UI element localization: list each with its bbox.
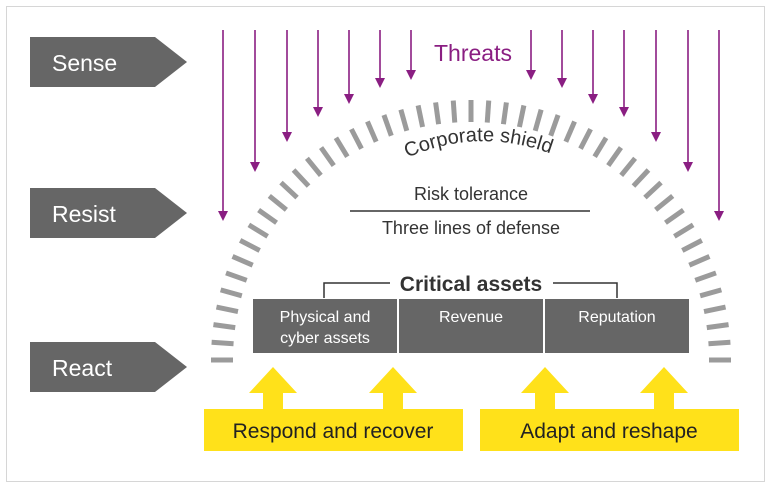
corporate-shield-arc	[211, 100, 731, 363]
corporate-shield-label-text: Corporate shield	[401, 124, 556, 162]
shield-dash	[578, 127, 593, 150]
shield-dash	[706, 322, 729, 331]
shield-dash	[500, 102, 509, 125]
shield-dash	[365, 120, 379, 143]
stage-react: React	[30, 342, 187, 392]
threat-arrow-head	[714, 211, 724, 221]
shield-dash	[211, 339, 234, 347]
shield-dash	[703, 304, 727, 315]
shield-dash	[516, 104, 527, 128]
threat-arrow-head	[557, 78, 567, 88]
shield-dash	[663, 208, 685, 225]
shield-dash	[433, 102, 442, 125]
shield-dash	[450, 100, 458, 123]
threat-arrow-head	[282, 132, 292, 142]
shield-dash	[267, 193, 288, 212]
threat-arrow-head	[619, 107, 629, 117]
shield-dash	[381, 114, 394, 137]
stage-resist-chevron	[30, 188, 187, 238]
adapt-reshape-label: Adapt and reshape	[520, 420, 697, 443]
shield-dash	[219, 287, 243, 299]
shield-dash	[708, 339, 731, 347]
threat-arrow-head	[651, 132, 661, 142]
asset-box-reputation	[545, 299, 689, 353]
shield-dash	[681, 238, 704, 253]
shield-dash	[643, 180, 663, 200]
shield-dash	[563, 120, 577, 143]
asset-box-physical-cyber-line2: cyber assets	[280, 330, 370, 347]
threat-arrow-head	[406, 70, 416, 80]
shield-dash	[688, 254, 711, 268]
response-up-arrow	[369, 367, 417, 409]
shield-dash	[257, 208, 279, 225]
shield-dash	[304, 156, 323, 177]
response-up-arrow	[249, 367, 297, 409]
threat-arrow-head	[218, 211, 228, 221]
threat-arrow-head	[250, 162, 260, 172]
response-up-arrow	[521, 367, 569, 409]
shield-dash	[213, 322, 236, 331]
three-lines-label: Three lines of defense	[382, 218, 560, 238]
shield-dash	[699, 287, 723, 299]
shield-dash	[319, 146, 336, 168]
asset-box-revenue	[399, 299, 543, 353]
shield-dash	[694, 270, 717, 283]
stage-resist-label: Resist	[52, 201, 117, 227]
threat-arrow-head	[683, 162, 693, 172]
threat-arrow-head	[313, 107, 323, 117]
shield-dash	[548, 114, 561, 137]
shield-dash	[398, 108, 410, 132]
respond-recover-bar	[204, 409, 463, 451]
stage-resist: Resist	[30, 188, 187, 238]
shield-dash	[654, 193, 675, 212]
shield-dash	[238, 238, 261, 253]
risk-tolerance-label: Risk tolerance	[414, 184, 528, 204]
stage-react-chevron	[30, 342, 187, 392]
threat-arrows	[218, 30, 724, 221]
corporate-shield-label: Corporate shield	[401, 124, 556, 162]
shield-dash	[592, 136, 609, 158]
response-arrows	[249, 367, 688, 409]
shield-dash	[415, 104, 426, 128]
threat-arrow-head	[526, 70, 536, 80]
asset-box-reputation-label: Reputation	[578, 309, 655, 326]
response-up-arrow	[640, 367, 688, 409]
asset-box-physical-cyber-line1: Physical and	[280, 309, 371, 326]
stage-react-label: React	[52, 355, 113, 381]
shield-dash	[619, 156, 638, 177]
critical-assets-bracket-right	[553, 282, 618, 298]
respond-recover-label: Respond and recover	[233, 420, 434, 443]
shield-dash	[606, 146, 623, 168]
threat-arrow-head	[344, 94, 354, 104]
threat-arrow-head	[588, 94, 598, 104]
shield-dash	[333, 136, 350, 158]
asset-box-physical-cyber	[253, 299, 397, 353]
stage-sense-chevron	[30, 37, 187, 87]
shield-dash	[247, 222, 269, 239]
shield-dash	[231, 254, 254, 268]
shield-dash	[279, 180, 299, 200]
threats-label-bg	[423, 37, 523, 67]
stage-sense-label: Sense	[52, 50, 117, 76]
threat-arrow-head	[375, 78, 385, 88]
shield-dash	[532, 108, 544, 132]
shield-dash	[291, 168, 311, 188]
threats-label: Threats	[434, 40, 512, 66]
shield-dash	[215, 304, 239, 315]
adapt-reshape-bar	[480, 409, 739, 451]
asset-box-revenue-label: Revenue	[439, 309, 503, 326]
stage-sense: Sense	[30, 37, 187, 87]
critical-assets-title: Critical assets	[400, 273, 542, 296]
shield-dash	[349, 127, 364, 150]
critical-assets-bracket-left	[323, 282, 390, 298]
shield-dash	[673, 222, 695, 239]
shield-dash	[225, 270, 248, 283]
shield-dash	[484, 100, 492, 123]
shield-dash	[631, 168, 651, 188]
